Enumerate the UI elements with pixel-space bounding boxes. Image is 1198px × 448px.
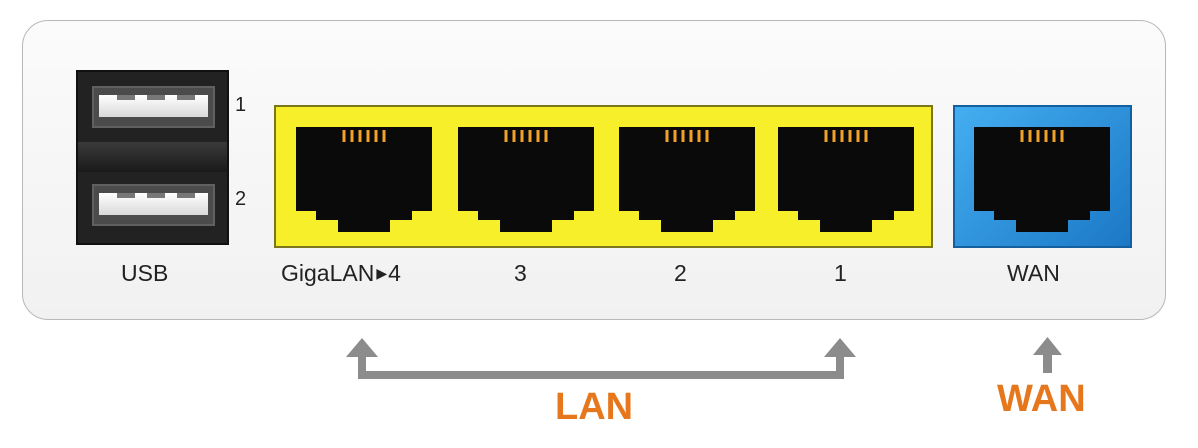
gigalan-port-number: 4 <box>388 260 401 286</box>
usb-port-number-2: 2 <box>235 188 247 210</box>
usb-tongue-1 <box>99 95 208 117</box>
lan-port-label-1: 1 <box>834 260 847 286</box>
lan-port-label-3: 3 <box>514 260 527 286</box>
rj45-port-icon <box>458 127 594 232</box>
wan-group-label: WAN <box>997 378 1086 420</box>
wan-port-label: WAN <box>1007 260 1060 286</box>
lan-port-label-gigalan: GigaLAN▶4 <box>281 260 401 287</box>
rj45-port-icon <box>974 127 1110 232</box>
rj45-port-icon <box>296 127 432 232</box>
up-arrow-icon <box>1033 337 1062 355</box>
up-arrow-icon <box>346 338 378 357</box>
rj45-port-icon <box>619 127 755 232</box>
wan-port-block <box>953 105 1132 248</box>
usb-port-number-1: 1 <box>235 94 247 116</box>
wan-arrow <box>1033 337 1062 373</box>
triangle-right-icon: ▶ <box>376 265 388 281</box>
usb-separator <box>78 142 227 172</box>
rj45-port-icon <box>778 127 914 232</box>
usb-tongue-2 <box>99 193 208 215</box>
lan-bracket-arrow <box>346 338 856 379</box>
usb-port-1 <box>92 86 215 128</box>
up-arrow-icon <box>824 338 856 357</box>
lan-group-label: LAN <box>555 386 634 428</box>
lan-port-label-2: 2 <box>674 260 687 286</box>
usb-label: USB <box>121 260 169 286</box>
usb-port-2 <box>92 184 215 226</box>
gigalan-text: GigaLAN <box>281 260 375 286</box>
lan-port-block <box>274 105 933 248</box>
usb-port-block <box>76 70 229 245</box>
